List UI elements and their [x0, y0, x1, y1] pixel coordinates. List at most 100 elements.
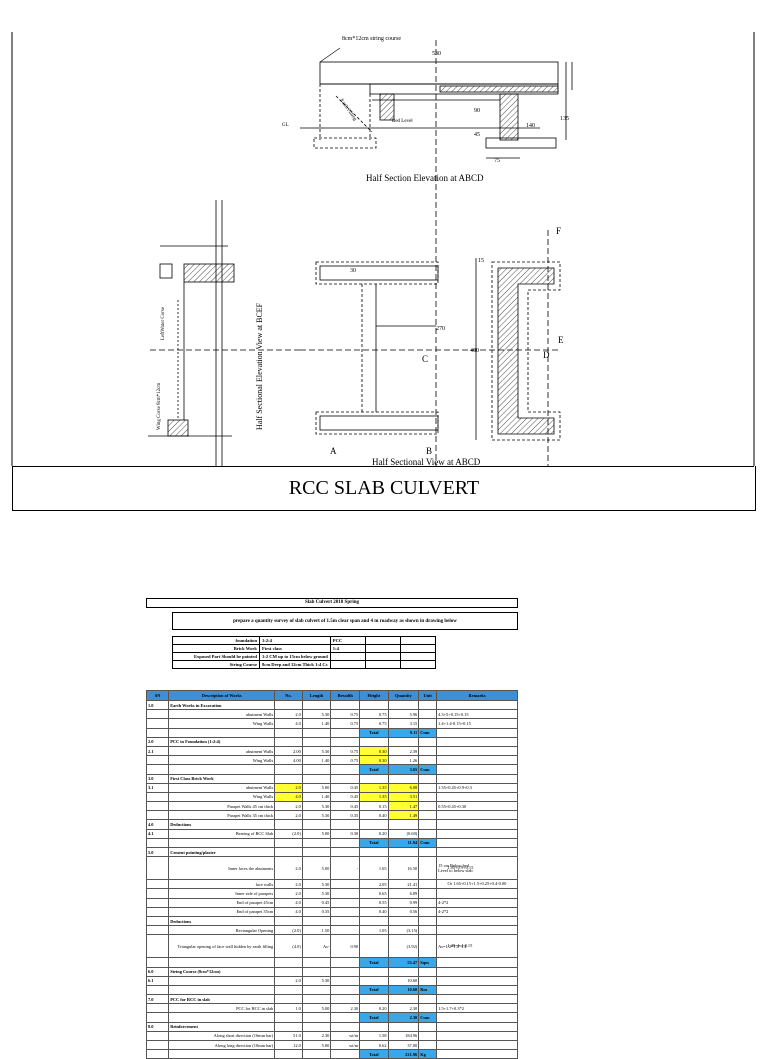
cell-no: 51.0: [274, 1030, 303, 1042]
cell-u: [418, 915, 438, 927]
cell-sn: [145, 879, 170, 890]
cell-b: [330, 966, 361, 977]
cell-u: [418, 1003, 438, 1014]
cell-no: 2.0: [274, 888, 303, 899]
cell-desc: PCC for RCC in slab: [168, 994, 276, 1005]
cell-l: [301, 966, 332, 977]
cell-q: [387, 966, 420, 977]
cell-desc: face walls: [168, 879, 276, 890]
cell-desc: PCC for RCC in slab: [168, 1003, 276, 1014]
cell-rem: [436, 879, 518, 890]
cell-l: [301, 764, 332, 775]
cell-q: (3.92): [387, 934, 420, 959]
cell-q: (0.60): [387, 828, 420, 839]
cell-q: 1.47: [387, 801, 420, 812]
cell-rem: 4-2*2: [436, 906, 518, 917]
cell-l: 5.30: [301, 801, 332, 812]
cell-l: [301, 915, 332, 927]
spec-cell: String Course: [172, 660, 260, 669]
cell-no: [274, 837, 303, 849]
cell-no: [274, 915, 303, 927]
cell-sn: [145, 709, 170, 720]
cell-l: [301, 994, 332, 1005]
cell-u: [418, 828, 438, 839]
cell-q: 1.26: [387, 755, 420, 766]
cell-b: 2.30: [330, 1003, 361, 1014]
spec-cell: Exposed Part Should be pointed: [172, 652, 260, 661]
earth-filling-label: Earth Filling: [338, 98, 357, 122]
cell-u: Sqm: [418, 957, 438, 968]
cell-u: [418, 1039, 438, 1051]
cell-h: [359, 934, 389, 959]
cell-no: (4.0): [274, 934, 303, 959]
cell-h: 0.30: [359, 745, 389, 757]
cell-sn: [145, 915, 170, 927]
cell-sn: [145, 984, 170, 996]
col-height: Height: [359, 690, 389, 701]
col-description: Description of Works: [168, 690, 276, 701]
cell-sn: [145, 755, 170, 766]
cell-l: 5.00: [301, 828, 332, 839]
cell-u: [418, 819, 438, 830]
cell-h: Total: [359, 1049, 389, 1059]
cell-no: [274, 727, 303, 738]
cell-l: [301, 773, 332, 784]
cell-no: 2.0: [274, 782, 303, 793]
cell-l: 1.40: [301, 755, 332, 766]
cell-u: [418, 994, 438, 1005]
cell-h: [359, 736, 389, 747]
cell-no: (2.0): [274, 828, 303, 839]
cell-rem: 4-2*2: [436, 897, 518, 908]
dim-75: 75: [494, 158, 500, 164]
cell-u: [418, 934, 438, 959]
cell-l: 5.00: [301, 782, 332, 793]
cell-sn: 3.1: [145, 782, 170, 793]
cell-h: 1.05: [359, 925, 389, 936]
quantity-header-row: SN Description of Works No. Length Bread…: [145, 690, 518, 701]
cell-u: Cum: [418, 727, 438, 738]
cell-q: 11.94: [387, 837, 420, 849]
cell-sn: 4.1: [145, 828, 170, 839]
cell-l: [301, 1049, 332, 1059]
point-f: F: [556, 226, 561, 236]
cell-l: [301, 736, 332, 747]
cell-u: [418, 699, 438, 711]
cell-b: [330, 879, 361, 890]
culvert-drawing-svg: 8cm*12cm string course 530 135 140 75 90…: [11, 32, 755, 467]
cell-b: [330, 699, 361, 711]
point-a: A: [330, 446, 337, 456]
cell-h: Total: [359, 984, 389, 996]
spec-cell: [399, 660, 436, 669]
cell-rem: [436, 819, 518, 830]
cell-u: [418, 773, 438, 784]
cell-l: 0.45: [301, 897, 332, 908]
sheet-title: Slab Culvert 2018 Spring: [146, 598, 518, 608]
cell-l: 5.30: [301, 745, 332, 757]
cell-b: [330, 764, 361, 775]
cell-rem: [436, 984, 518, 996]
cell-b: [330, 915, 361, 927]
cell-sn: [145, 1049, 170, 1059]
cell-u: [418, 856, 438, 881]
dim-90: 90: [474, 108, 480, 114]
cell-desc: [168, 975, 276, 986]
cell-l: [301, 846, 332, 858]
cell-b: [330, 819, 361, 830]
cell-rem: [436, 791, 518, 803]
dim-30: 30: [350, 268, 356, 274]
cell-q: [387, 846, 420, 858]
cell-q: 0.56: [387, 906, 420, 917]
cell-l: [301, 957, 332, 968]
dim-135: 135: [560, 116, 569, 122]
cell-rem: [436, 915, 518, 927]
cell-rem: [436, 745, 518, 757]
cell-q: [387, 773, 420, 784]
